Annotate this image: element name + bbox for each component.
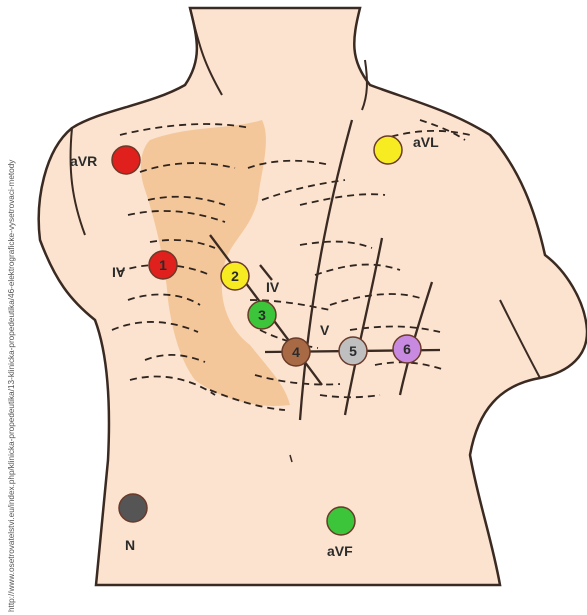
intercostal-iv-right-label: IV [266,279,280,295]
electrode-avf [327,507,355,535]
electrode-v6-number: 6 [403,341,411,357]
intercostal-iv-left-label: IV [112,264,126,280]
electrode-avr [112,146,140,174]
electrode-avl [374,136,402,164]
electrode-v4-number: 4 [292,344,300,360]
avr-label: aVR [70,153,97,169]
n-label: N [125,537,135,553]
electrode-v5-number: 5 [349,343,357,359]
electrode-v1-number: 1 [159,257,167,273]
avl-label: aVL [413,134,439,150]
electrode-n [119,494,147,522]
intercostal-v-label: V [320,322,330,338]
avf-label: aVF [327,543,353,559]
electrode-v3-number: 3 [258,307,266,323]
electrode-v2-number: 2 [231,268,239,284]
source-credit: http://www.osetrovatelstvi.eu/index.php/… [7,159,16,612]
